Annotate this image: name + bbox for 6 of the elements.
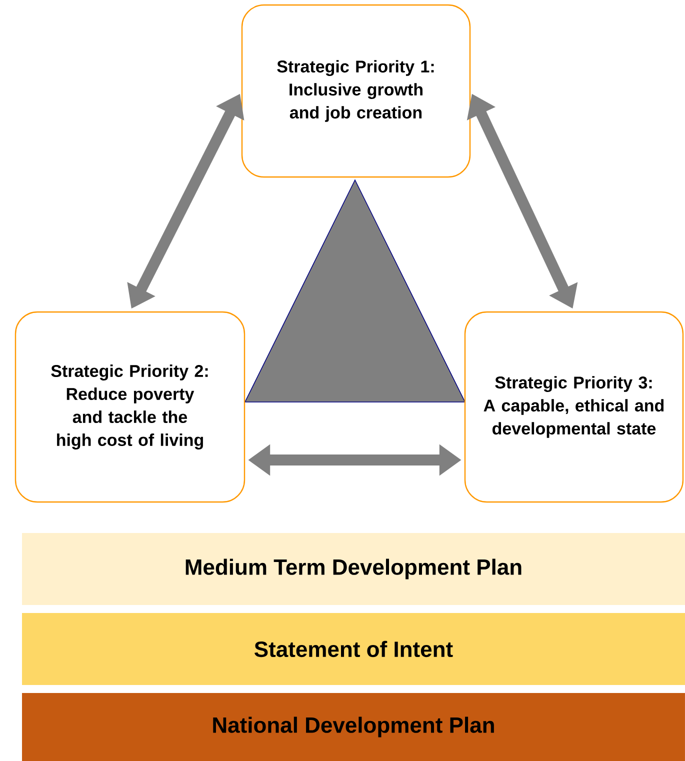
- plan-band: Statement of Intent: [22, 613, 685, 685]
- priority-box: Strategic Priority 3: A capable, ethical and developmental state: [464, 311, 684, 503]
- priority-box: Strategic Priority 1: Inclusive growth and job creation: [241, 4, 471, 178]
- plan-band: National Development Plan: [22, 693, 685, 761]
- priority-box: Strategic Priority 2: Reduce poverty and tackle the high cost of living: [14, 311, 246, 503]
- plan-band: Medium Term Development Plan: [22, 533, 685, 605]
